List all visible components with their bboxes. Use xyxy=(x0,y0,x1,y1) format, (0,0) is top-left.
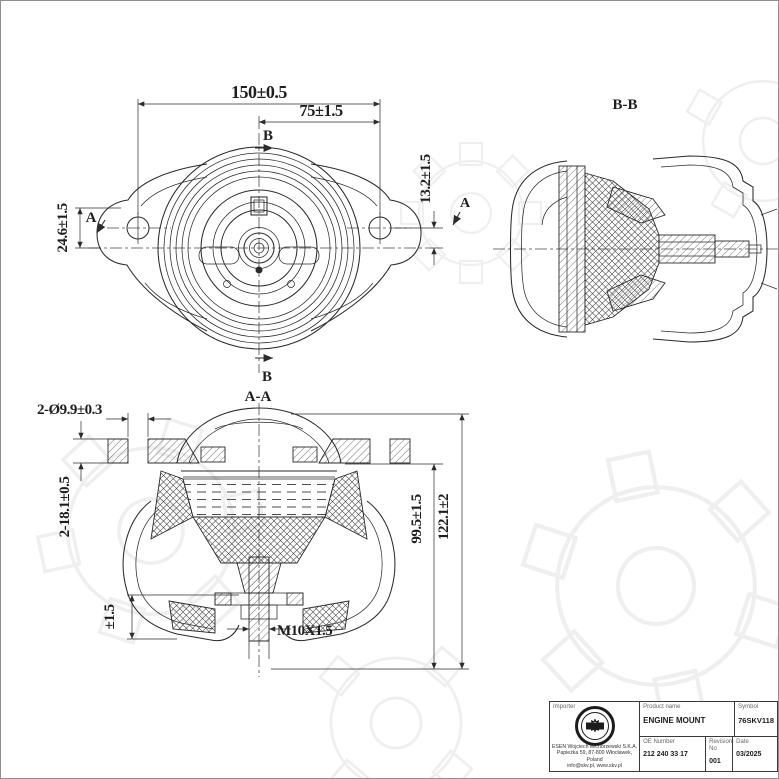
section-aa-label: A-A xyxy=(245,389,272,405)
dim-total-height-text: 122.1±2 xyxy=(436,494,452,540)
dim-thread: M10X1.5 xyxy=(227,623,333,659)
title-block-importer-cell: Importer ⚙ SKV ESEN Wojciech Michorzewsk… xyxy=(550,702,641,771)
dim-75: 75±1.5 xyxy=(258,101,380,129)
company-line1: ESEN Wojciech Michorzewski S.K.A. xyxy=(551,744,638,751)
dim-24-6: 24.6±1.5 xyxy=(55,203,121,253)
date-label: Date xyxy=(736,739,749,745)
company-line2: Papieżka 59, 87-800 Włocławek, Poland xyxy=(556,750,633,763)
section-marker-a-left: A xyxy=(86,210,106,234)
symbol-value: 76SKV118 xyxy=(738,716,774,725)
dim-75-text: 75±1.5 xyxy=(299,101,342,120)
dim-thread-text: M10X1.5 xyxy=(277,623,332,639)
logo-text: SKV xyxy=(589,724,601,730)
revision-label: Revision No xyxy=(709,739,733,752)
marker-a-bb-text: A xyxy=(460,196,471,211)
section-bb-marker-a: A xyxy=(452,196,471,226)
left-flange xyxy=(107,438,200,464)
dim-inner-height: 99.5±1.5 xyxy=(271,463,469,670)
top-view: 150±0.5 75±1.5 24.6±1.5 13.2±1.5 xyxy=(55,82,443,385)
right-flange xyxy=(318,438,411,464)
date-cell: Date 03/2025 xyxy=(733,737,777,771)
product-name-cell: Product name ENGINE MOUNT xyxy=(640,702,736,736)
dim-flange-text: 2-18.1±0.5 xyxy=(57,477,73,538)
dim-bottom-offset: ±1.5 xyxy=(102,594,239,640)
skv-logo-stamp: ⚙ SKV xyxy=(574,706,615,746)
section-marker-b-top: B xyxy=(255,128,273,152)
dim-13-2: 13.2±1.5 xyxy=(395,154,443,265)
product-name-label: Product name xyxy=(643,704,681,710)
section-bb-label: B-B xyxy=(612,97,637,113)
revision-cell: Revision No 001 xyxy=(706,737,734,771)
marker-b-bottom-text: B xyxy=(262,369,272,385)
left-ear xyxy=(96,163,208,332)
dim-holes-text: 2-Ø9.9±0.3 xyxy=(37,402,102,418)
product-name-value: ENGINE MOUNT xyxy=(643,716,706,725)
symbol-cell: Symbol 76SKV118 xyxy=(735,702,777,736)
oe-number-label: OE Number xyxy=(643,739,675,745)
dim-150-text: 150±0.5 xyxy=(231,82,287,102)
revision-value: 001 xyxy=(709,758,721,765)
company-address: ESEN Wojciech Michorzewski S.K.A. Papież… xyxy=(550,744,639,769)
dim-inner-height-text: 99.5±1.5 xyxy=(409,494,425,543)
dim-13-2-text: 13.2±1.5 xyxy=(418,154,434,203)
section-view-bb: B-B A xyxy=(452,97,778,343)
symbol-label: Symbol xyxy=(738,704,759,710)
right-ear xyxy=(310,163,422,332)
title-block: Importer ⚙ SKV ESEN Wojciech Michorzewsk… xyxy=(549,701,778,772)
dim-150: 150±0.5 xyxy=(137,82,381,215)
importer-label: Importer xyxy=(553,704,576,710)
date-value: 03/2025 xyxy=(736,751,762,758)
section-view-aa: A-A xyxy=(37,389,469,677)
dim-bottom-offset-text: ±1.5 xyxy=(102,605,118,630)
oe-number-value: 212 240 33 17 xyxy=(643,751,688,758)
marker-a-left-text: A xyxy=(86,210,97,226)
oe-number-cell: OE Number 212 240 33 17 xyxy=(640,737,707,771)
dim-holes: 2-Ø9.9±0.3 xyxy=(37,402,171,437)
dim-24-6-text: 24.6±1.5 xyxy=(55,203,71,252)
marker-b-top-text: B xyxy=(263,128,273,144)
dim-flange: 2-18.1±0.5 xyxy=(57,421,108,537)
dim-total-height: 122.1±2 xyxy=(291,413,469,669)
section-marker-b-bottom: B xyxy=(255,354,273,385)
company-line3: info@skv.pl, www.skv.pl xyxy=(567,762,622,769)
